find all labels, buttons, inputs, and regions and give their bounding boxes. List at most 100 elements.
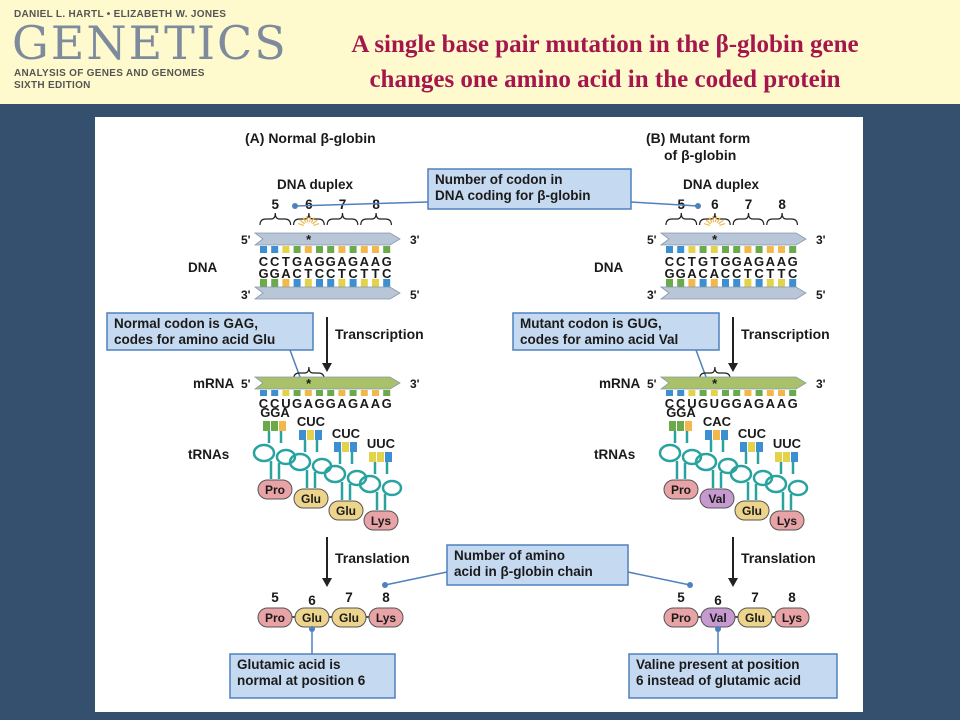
translation-arrow-head xyxy=(322,578,332,587)
dna-bottom-base: A xyxy=(687,266,697,281)
mutation-burst-ray xyxy=(297,223,305,227)
base-pair-bottom xyxy=(722,279,729,287)
base-pair-top xyxy=(360,246,368,253)
codon-callout-box xyxy=(512,312,720,351)
mrna-base-tick xyxy=(338,390,346,396)
mrna-base: A xyxy=(360,396,370,411)
trna-2-loop-left xyxy=(288,452,312,472)
base-pair-bottom xyxy=(349,279,357,287)
base-pair-bottom xyxy=(789,279,797,287)
title-line-2: changes one amino acid in the coded prot… xyxy=(369,66,841,93)
base-pair-top xyxy=(778,246,785,253)
base-pair-bottom xyxy=(360,279,368,287)
dna-top-base: T xyxy=(282,254,290,269)
mrna-label: mRNA xyxy=(193,376,235,391)
trna-3-base-2 xyxy=(756,442,763,452)
base-pair-top xyxy=(338,246,346,253)
base-pair-top xyxy=(372,246,379,253)
mrna-base-tick xyxy=(271,390,279,396)
panel-title-line-2: of β-globin xyxy=(664,147,736,163)
chain-position-number: 7 xyxy=(345,590,353,605)
trna-2-loop-left xyxy=(694,452,718,472)
five-prime-label: 5' xyxy=(241,377,251,391)
mrna-base: G xyxy=(292,396,302,411)
slide-title: A single base pair mutation in the β-glo… xyxy=(255,27,955,97)
chain-amino-acid-shape xyxy=(663,607,699,628)
mrna-base: A xyxy=(337,396,347,411)
codon-brace xyxy=(665,212,698,226)
codon-number-pointer-left-dot xyxy=(292,203,298,209)
trna-4-loop-left xyxy=(764,474,788,494)
mrna-base: A xyxy=(743,396,753,411)
base-pair-top xyxy=(755,246,763,253)
trna-4-stem xyxy=(373,462,389,474)
transcription-arrow-head xyxy=(728,363,738,372)
trna-2-stem xyxy=(303,440,319,452)
dna-top-base: T xyxy=(710,254,718,269)
mutation-burst-ray xyxy=(716,217,721,224)
chain-position-number: 5 xyxy=(677,590,685,605)
trna-1-loop-left xyxy=(252,443,276,463)
dna-bottom-base: C xyxy=(721,266,731,281)
codon-callout-line-2: codes for amino acid Val xyxy=(520,332,678,347)
mrna-base-tick xyxy=(372,390,379,396)
amino-acid-number-callout-line-2: acid in β-globin chain xyxy=(454,564,593,579)
panel-title-line-1: (B) Mutant form xyxy=(646,130,750,146)
mrna-base: G xyxy=(732,396,742,411)
mrna-base-tick xyxy=(710,390,718,396)
codon-callout: Mutant codon is GUG,codes for amino acid… xyxy=(512,312,720,351)
trna-2-amino-acid-shape xyxy=(699,488,735,509)
chain-amino-acid-label: Lys xyxy=(782,611,803,625)
mutation-marker: * xyxy=(712,232,718,247)
trna-2-arm xyxy=(711,470,723,488)
chain-amino-acid: Glu xyxy=(294,607,330,628)
trna-1-loop-right xyxy=(275,448,297,466)
trna-2-base-1 xyxy=(307,430,314,440)
dna-duplex-label: DNA duplex xyxy=(683,177,759,192)
trna-3-amino-acid-shape xyxy=(734,500,770,521)
trna-3-arm xyxy=(340,482,352,500)
aa-number-pointer-left xyxy=(384,571,448,586)
mrna-base-tick xyxy=(293,390,301,396)
mutation-burst-ray xyxy=(313,223,320,227)
codon-callout-line-1: Normal codon is GAG, xyxy=(114,316,258,331)
three-prime-label: 3' xyxy=(241,288,251,302)
mrna-base: G xyxy=(314,396,324,411)
trna-1-amino-acid-shape xyxy=(663,479,699,500)
trna-2-base-0 xyxy=(299,430,306,440)
chain-position-number: 7 xyxy=(751,590,759,605)
trna-1-amino-acid-label: Pro xyxy=(671,483,691,497)
trna-3-amino-acid: Glu xyxy=(328,500,364,521)
trna-4-loop-right xyxy=(787,479,809,497)
trna-2-loop-right xyxy=(717,457,739,475)
codon-number-callout-line-1: Number of codon in xyxy=(435,172,563,187)
dna-top-base: G xyxy=(732,254,742,269)
dna-top-base: A xyxy=(743,254,753,269)
translation-label: Translation xyxy=(741,550,816,566)
mrna-base: G xyxy=(382,396,392,411)
trna-3-base-1 xyxy=(342,442,349,452)
mrna-base-tick xyxy=(282,390,290,396)
trna-4-stem xyxy=(779,462,795,474)
trna-4-amino-acid-shape xyxy=(363,510,399,531)
base-pair-bottom xyxy=(755,279,763,287)
mrna-base: C xyxy=(259,396,269,411)
position-callout-line-2: 6 instead of glutamic acid xyxy=(636,673,801,688)
mutation-marker: * xyxy=(306,376,312,391)
dna-top-base: G xyxy=(382,254,392,269)
translation-arrow-head xyxy=(728,578,738,587)
trna-2-amino-acid-label: Glu xyxy=(301,492,321,506)
mrna-base: U xyxy=(687,396,696,411)
trna-1-arm xyxy=(675,461,687,479)
trna-1-amino-acid-shape xyxy=(257,479,293,500)
mrna-strand xyxy=(253,376,401,390)
base-pair-bottom xyxy=(778,279,785,287)
mrna-base: A xyxy=(766,396,776,411)
dna-bottom-base: A xyxy=(281,266,291,281)
chain-position-number: 6 xyxy=(308,593,316,608)
